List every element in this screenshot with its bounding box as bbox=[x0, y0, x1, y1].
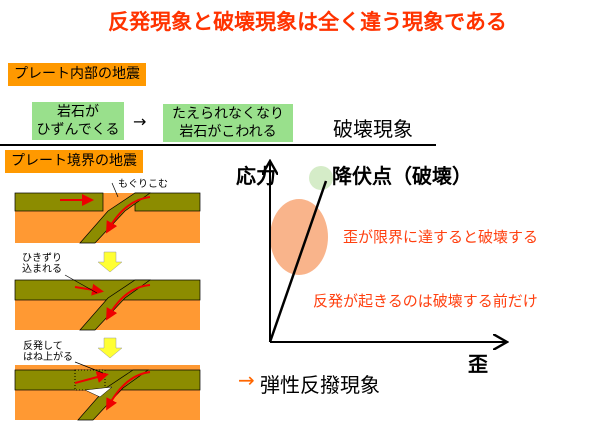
note-2: 反発が起きるのは破壊する前だけ bbox=[313, 292, 538, 310]
subduction-diagrams bbox=[14, 182, 201, 421]
panel-1 bbox=[14, 192, 201, 244]
step2-line1: たえられなくなり bbox=[172, 106, 284, 122]
step1-box: 岩石が ひずんでくる bbox=[32, 102, 124, 140]
destruction-label: 破壊現象 bbox=[333, 117, 413, 141]
boundary-label: プレート境界の地震 bbox=[5, 150, 143, 173]
y-axis-label: 応力 bbox=[236, 164, 276, 188]
panel2-note-line1: ひきずり bbox=[22, 253, 62, 264]
yield-point-marker bbox=[309, 166, 333, 190]
yield-label: 降伏点（破壊） bbox=[332, 164, 472, 188]
step1-line1: 岩石が bbox=[57, 104, 99, 120]
panel1-note: もぐりこむ bbox=[118, 179, 168, 190]
step1-line2: ひずんでくる bbox=[36, 122, 120, 138]
stress-line bbox=[268, 180, 328, 343]
panel2-note: ひきずり 込まれる bbox=[22, 253, 62, 275]
panel3-note: 反発して はね上がる bbox=[23, 341, 73, 363]
elastic-region bbox=[270, 199, 328, 275]
slide-title: 反発現象と破壊現象は全く違う現象である bbox=[108, 10, 507, 34]
step-arrow: → bbox=[133, 112, 147, 131]
note-1: 歪が限界に達すると破壊する bbox=[343, 228, 539, 246]
panel3-note-line2: はね上がる bbox=[23, 352, 73, 363]
elastic-rebound-label: 弾性反撥現象 bbox=[260, 373, 380, 397]
panel2-note-line2: 込まれる bbox=[22, 264, 62, 275]
down-arrow-icon bbox=[97, 337, 123, 359]
down-arrow-icon bbox=[97, 251, 123, 273]
step2-line2: 岩石がこわれる bbox=[179, 124, 277, 140]
result-arrow: → bbox=[238, 368, 255, 392]
panel3-note-line1: 反発して bbox=[23, 341, 63, 352]
intraplate-label: プレート内部の地震 bbox=[8, 63, 146, 86]
step2-box: たえられなくなり 岩石がこわれる bbox=[163, 104, 293, 142]
x-axis-label: 歪 bbox=[468, 352, 488, 376]
panel-3 bbox=[14, 337, 201, 421]
divider bbox=[0, 144, 436, 146]
panel-2 bbox=[14, 251, 201, 331]
